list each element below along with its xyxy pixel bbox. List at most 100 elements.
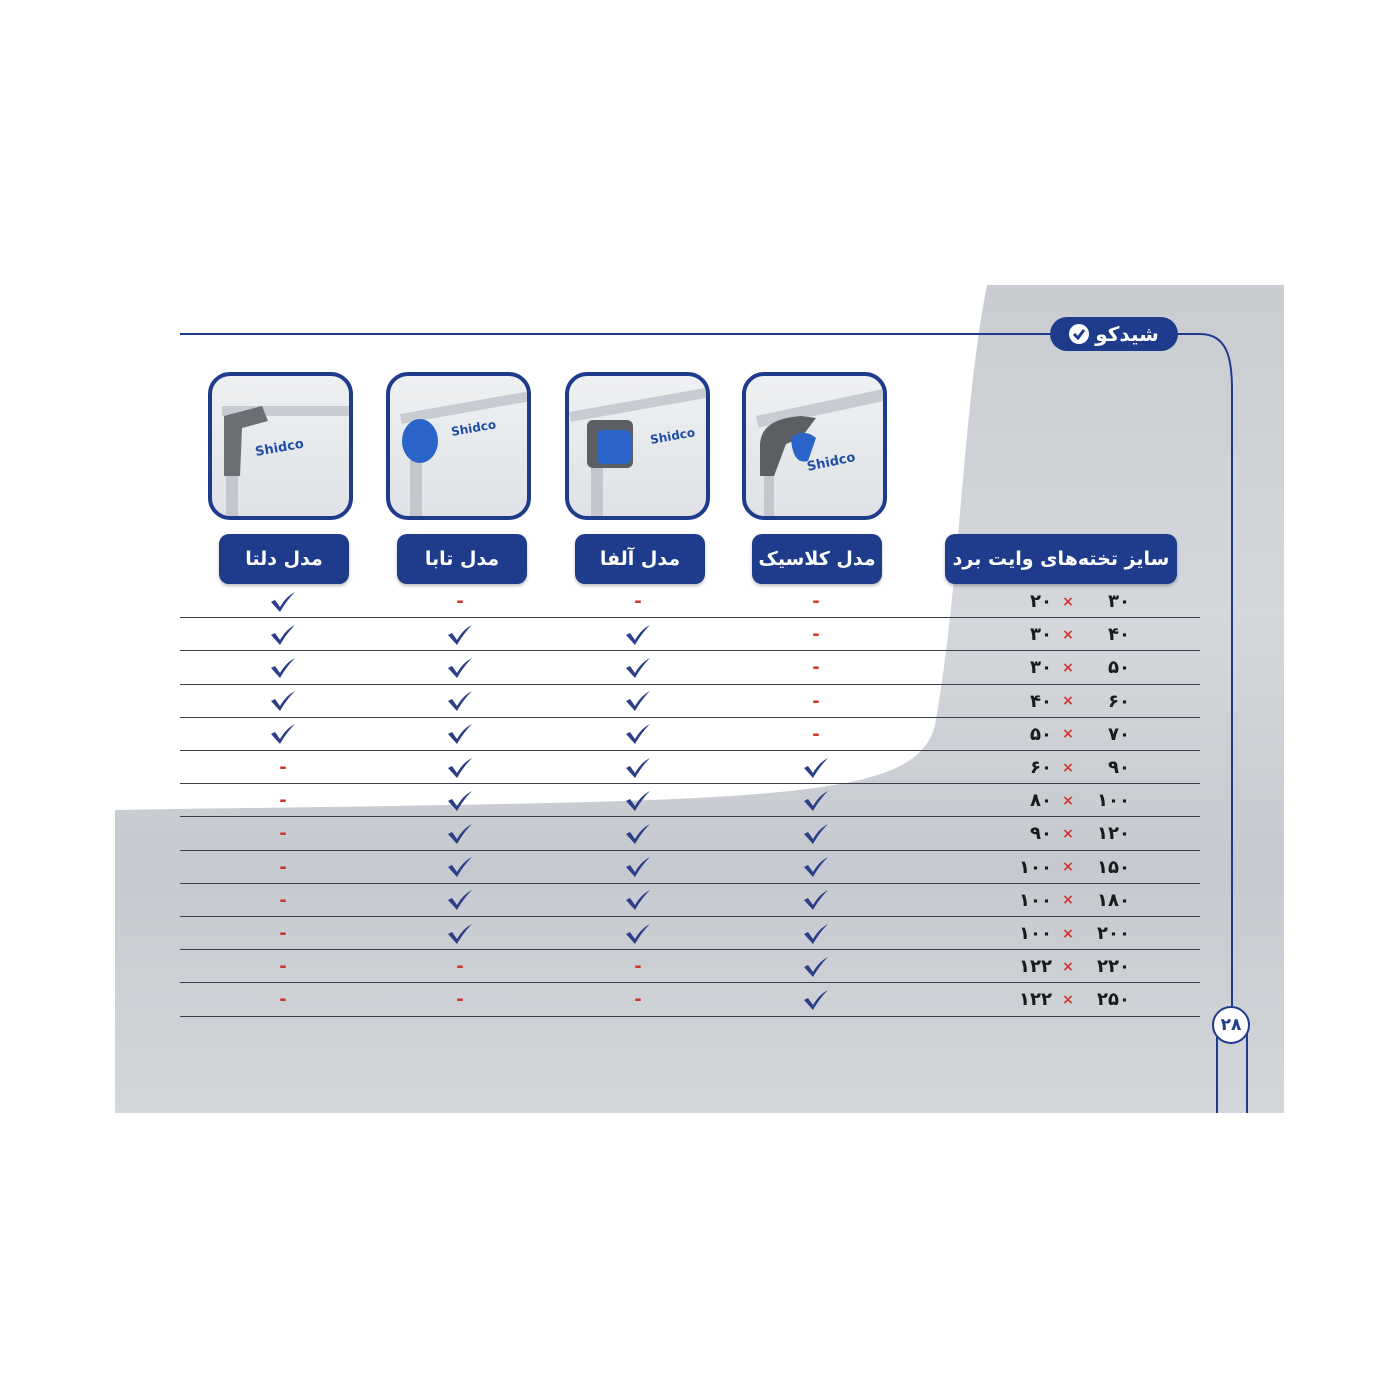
cell-taba: [440, 618, 480, 651]
size-cell: ۲۰×۳۰: [1010, 585, 1130, 618]
checkmark-icon: [448, 724, 472, 745]
cell-classic: [796, 851, 836, 884]
unavailable-dash: -: [812, 591, 820, 612]
cell-alfa: -: [618, 585, 658, 618]
unavailable-dash: -: [634, 989, 642, 1011]
table-row: ۱۲۲×۲۲۰---: [180, 950, 1200, 983]
row-divider: [180, 716, 1200, 718]
checkmark-icon: [271, 691, 295, 712]
size-width: ۲۵۰: [1097, 989, 1130, 1011]
size-cell: ۳۰×۴۰: [1010, 618, 1130, 651]
cell-alfa: [618, 917, 658, 950]
cell-delta: -: [263, 983, 303, 1016]
table-row: ۳۰×۵۰-: [180, 651, 1200, 684]
cell-classic: [796, 917, 836, 950]
size-height: ۳۰: [1030, 624, 1052, 646]
checkmark-icon: [271, 724, 295, 745]
checkmark-icon: [271, 657, 295, 678]
size-height: ۱۰۰: [1019, 889, 1052, 911]
unavailable-dash: -: [279, 856, 287, 878]
cell-delta: -: [263, 817, 303, 850]
size-cell: ۴۰ × ۶۰: [1010, 685, 1130, 718]
times-sign: ×: [1062, 693, 1074, 710]
page-number: ۲۸: [1212, 1006, 1250, 1044]
times-sign: ×: [1062, 593, 1074, 610]
table-row: ۶۰×۹۰ -: [180, 751, 1200, 784]
checkmark-icon: [626, 724, 650, 745]
size-height: ۶۰: [1030, 757, 1052, 778]
times-sign: ×: [1062, 659, 1074, 676]
checkmark-icon: [448, 823, 472, 844]
checkmark-icon: [626, 757, 650, 778]
cell-alfa: [618, 651, 658, 684]
row-divider: [180, 650, 1200, 652]
size-cell: ۸۰×۱۰۰: [1010, 784, 1130, 817]
brand-name: شیدکو: [1095, 322, 1159, 346]
size-width: ۱۸۰: [1097, 889, 1130, 911]
checkmark-icon: [448, 757, 472, 778]
size-height: ۴۰: [1030, 690, 1052, 712]
photo-logo-alfa: Shidco: [649, 425, 696, 447]
cell-classic: [796, 751, 836, 784]
table-row: ۱۰۰×۲۰۰-: [180, 917, 1200, 950]
cell-alfa: [618, 685, 658, 718]
size-width: ۶۰: [1108, 690, 1130, 712]
cell-taba: [440, 917, 480, 950]
table-row: ۹۰×۱۲۰-: [180, 817, 1200, 850]
size-cell: ۱۲۲×۲۲۰: [1010, 950, 1130, 983]
row-divider: [180, 949, 1200, 951]
unavailable-dash: -: [279, 989, 287, 1011]
row-divider: [180, 982, 1200, 984]
size-cell: ۱۰۰×۱۸۰: [1010, 884, 1130, 917]
cell-classic: [796, 950, 836, 983]
size-width: ۹۰: [1108, 757, 1130, 778]
cell-taba: [440, 884, 480, 917]
table-row: ۱۰۰×۱۸۰ -: [180, 884, 1200, 917]
size-height: ۸۰: [1030, 790, 1052, 812]
unavailable-dash: -: [456, 591, 464, 612]
size-height: ۵۰: [1030, 723, 1052, 745]
cell-classic: [796, 784, 836, 817]
size-height: ۱۰۰: [1019, 923, 1052, 944]
photo-logo-taba: Shidco: [450, 417, 497, 439]
times-sign: ×: [1062, 925, 1074, 942]
checkmark-icon: [626, 657, 650, 678]
row-divider: [180, 816, 1200, 818]
size-height: ۱۰۰: [1019, 856, 1052, 878]
checkmark-icon: [448, 890, 472, 911]
table-row: ۳۰×۴۰ -: [180, 618, 1200, 651]
row-divider: [180, 617, 1200, 619]
cell-taba: [440, 851, 480, 884]
row-divider: [180, 882, 1200, 884]
cell-classic: -: [796, 685, 836, 718]
unavailable-dash: -: [279, 923, 287, 944]
cell-delta: -: [263, 884, 303, 917]
size-cell: ۶۰×۹۰: [1010, 751, 1130, 784]
size-width: ۱۰۰: [1097, 790, 1130, 812]
row-divider: [180, 1015, 1200, 1017]
checkmark-icon: [271, 624, 295, 645]
cell-delta: [263, 718, 303, 751]
checkmark-icon: [804, 823, 828, 844]
size-height: ۹۰: [1030, 823, 1052, 845]
cell-classic: [796, 817, 836, 850]
times-sign: ×: [1062, 958, 1074, 975]
cell-alfa: -: [618, 983, 658, 1016]
times-sign: ×: [1062, 991, 1074, 1008]
row-divider: [180, 750, 1200, 751]
checkmark-icon: [626, 890, 650, 911]
row-divider: [180, 783, 1200, 785]
cell-classic: -: [796, 618, 836, 651]
table-row: ۱۲۲×۲۵۰---: [180, 983, 1200, 1016]
times-sign: ×: [1062, 726, 1074, 743]
unavailable-dash: -: [812, 690, 820, 712]
cell-classic: [796, 983, 836, 1016]
size-cell: ۱۰۰×۱۵۰: [1010, 851, 1130, 884]
unavailable-dash: -: [279, 757, 287, 778]
checkmark-icon: [448, 790, 472, 811]
cell-alfa: [618, 884, 658, 917]
cell-classic: -: [796, 651, 836, 684]
unavailable-dash: -: [812, 657, 820, 679]
cell-classic: [796, 884, 836, 917]
checkmark-icon: [804, 890, 828, 911]
